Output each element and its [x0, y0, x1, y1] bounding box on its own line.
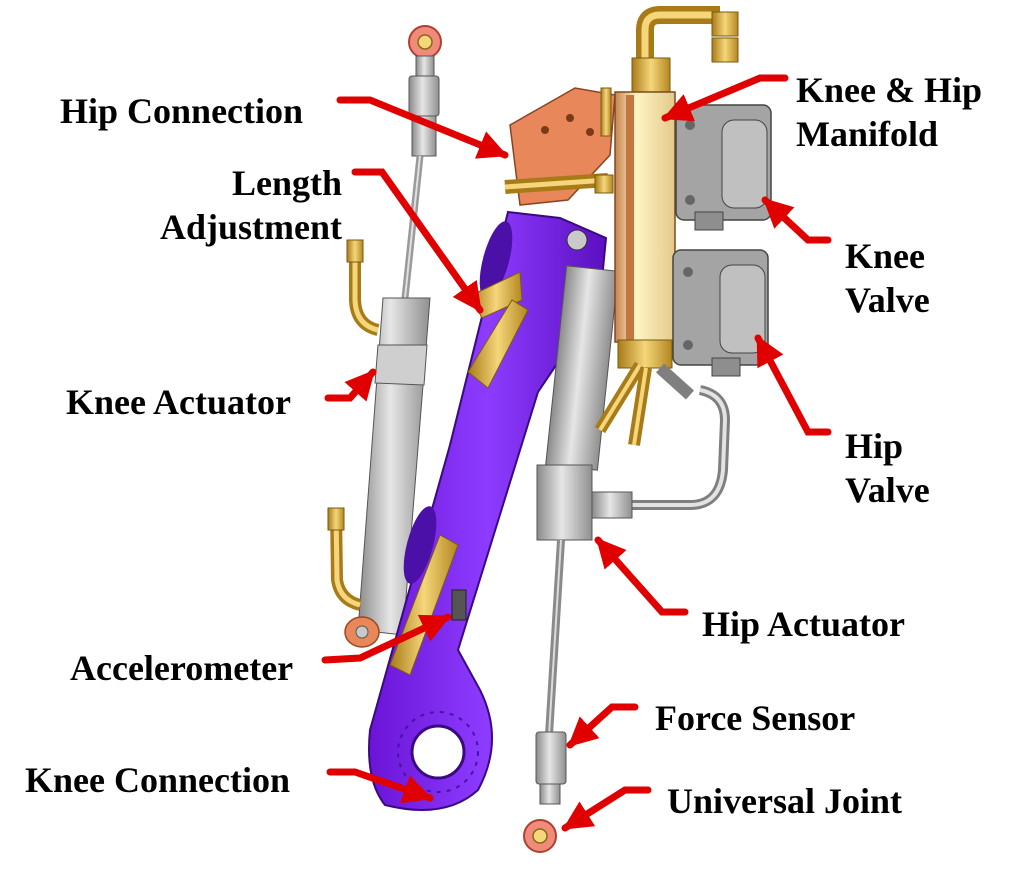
label-knee-valve-line1: Knee [845, 236, 925, 276]
manifold-block [594, 6, 739, 446]
hip-connection-bracket [504, 87, 616, 206]
callout-arrows [321, 74, 832, 832]
label-universal-joint: Universal Joint [667, 781, 903, 821]
arrow-knee-actuator [324, 368, 377, 402]
arrow-knee-valve [761, 196, 832, 244]
label-hip-actuator: Hip Actuator [702, 604, 905, 644]
arrow-hip-connection [336, 96, 509, 159]
label-manifold-line2: Manifold [796, 114, 939, 154]
purple-link [368, 210, 608, 811]
label-knee-actuator: Knee Actuator [66, 382, 291, 422]
label-manifold-line1: Knee & Hip [796, 70, 982, 110]
label-hip-valve-line2: Valve [845, 470, 930, 510]
arrow-hip-valve [754, 334, 832, 436]
arrow-hip-actuator [594, 536, 689, 616]
label-manifold: Knee & Hip Manifold [796, 68, 982, 156]
label-length-adjustment-line2: Adjustment [159, 207, 342, 247]
label-accelerometer: Accelerometer [70, 648, 294, 688]
arrow-universal-joint [561, 786, 652, 832]
label-knee-valve: Knee Valve [845, 234, 930, 322]
label-hip-valve: Hip Valve [845, 424, 930, 512]
arrow-length-adjustment [351, 168, 484, 314]
arrow-force-sensor [566, 703, 639, 749]
arrow-manifold [661, 74, 789, 122]
label-length-adjustment-line1: Length [231, 163, 342, 203]
label-hip-valve-line1: Hip [845, 426, 904, 466]
arrow-accelerometer [321, 613, 452, 664]
label-hip-connection: Hip Connection [60, 91, 304, 131]
label-knee-valve-line2: Valve [845, 280, 930, 320]
knee-valve [675, 104, 772, 231]
hip-valve [672, 249, 769, 377]
label-knee-connection: Knee Connection [25, 760, 290, 800]
label-length-adjustment: Length Adjustment [138, 161, 342, 249]
arrow-knee-connection [326, 768, 434, 804]
label-force-sensor: Force Sensor [655, 698, 856, 738]
